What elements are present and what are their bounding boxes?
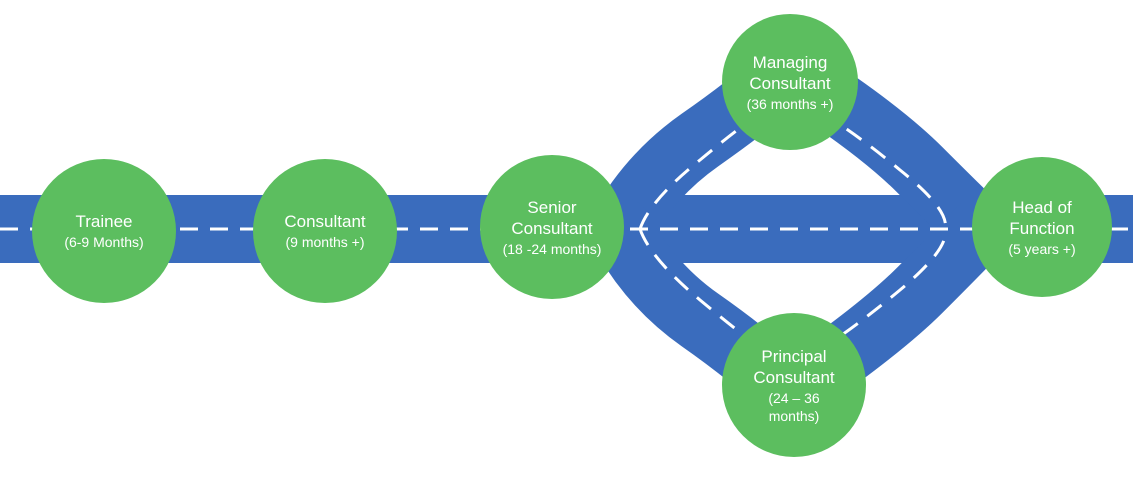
head-of-function-duration: (5 years +) xyxy=(1008,240,1076,257)
managing-consultant-title: Managing Consultant xyxy=(749,52,831,93)
head-of-function-title: Head of Function xyxy=(1009,197,1075,238)
trainee-node: Trainee (6-9 Months) xyxy=(32,159,176,303)
principal-consultant-duration: (24 – 36 months) xyxy=(768,389,820,424)
managing-consultant-duration: (36 months +) xyxy=(746,95,834,112)
trainee-title: Trainee xyxy=(75,212,133,231)
principal-consultant-title: Principal Consultant xyxy=(753,346,835,387)
lower-branch-centerline xyxy=(638,228,947,370)
managing-consultant-node: Managing Consultant (36 months +) xyxy=(722,14,858,150)
senior-consultant-node: Senior Consultant (18 -24 months) xyxy=(480,155,624,299)
senior-consultant-title: Senior Consultant xyxy=(511,197,593,238)
senior-consultant-duration: (18 -24 months) xyxy=(502,240,602,257)
trainee-duration: (6-9 Months) xyxy=(64,234,144,250)
consultant-duration: (9 months +) xyxy=(285,234,365,250)
head-of-function-node: Head of Function (5 years +) xyxy=(972,157,1112,297)
principal-consultant-node: Principal Consultant (24 – 36 months) xyxy=(722,313,866,457)
consultant-title: Consultant xyxy=(284,212,366,231)
consultant-node: Consultant (9 months +) xyxy=(253,159,397,303)
upper-branch-centerline xyxy=(638,93,947,230)
